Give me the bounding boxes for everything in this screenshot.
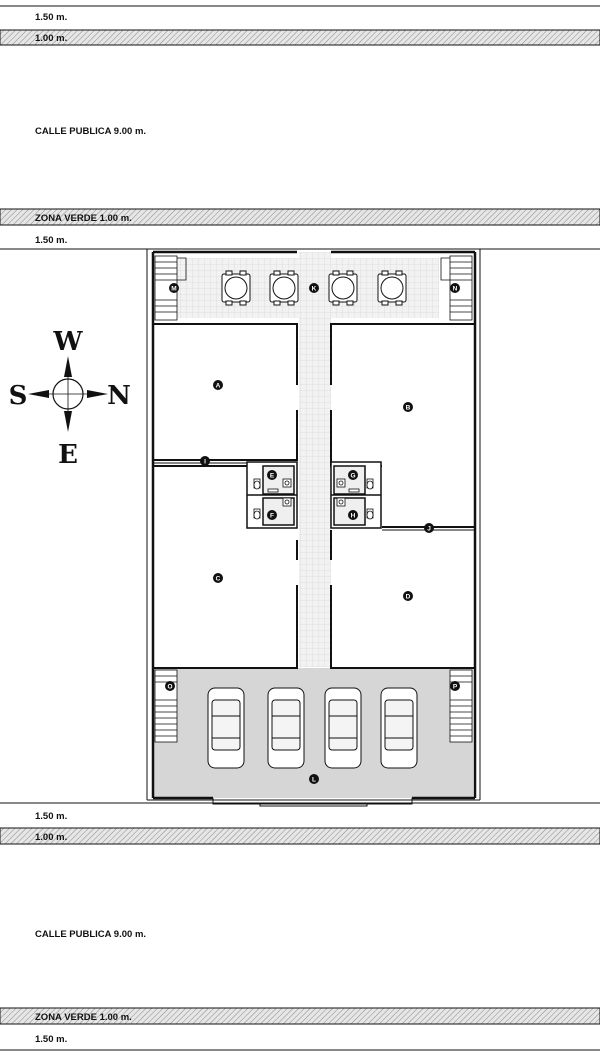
marker-o: O <box>165 681 175 691</box>
marker-e: E <box>267 470 277 480</box>
arrow-right-icon <box>87 390 108 398</box>
marker-h: H <box>348 510 358 520</box>
marker-a: A <box>213 380 223 390</box>
bottom-street-section: 1.50 m. 1.00 m. CALLE PUBLICA 9.00 m. ZO… <box>0 802 600 1051</box>
svg-text:L: L <box>312 777 316 784</box>
svg-text:D: D <box>406 594 411 601</box>
bottom-curb-label: 1.00 m. <box>35 832 67 843</box>
bottom-sidewalk-label: 1.50 m. <box>35 811 67 822</box>
top-curb-strip <box>0 29 600 46</box>
marker-p: P <box>450 681 460 691</box>
marker-b: B <box>403 402 413 412</box>
top-green-strip <box>0 208 600 226</box>
marker-n: N <box>450 283 460 293</box>
bottom-curb-strip <box>0 827 600 845</box>
marker-f: F <box>267 510 277 520</box>
building-plan <box>151 250 477 807</box>
compass-south-label: S <box>9 381 28 411</box>
bottom-green-strip <box>0 1007 600 1025</box>
svg-text:C: C <box>216 576 221 583</box>
compass-north-label: N <box>107 381 131 411</box>
svg-text:G: G <box>350 473 355 480</box>
compass-west-label: W <box>52 327 83 357</box>
svg-text:O: O <box>167 684 172 691</box>
parked-cars <box>207 687 418 769</box>
svg-text:E: E <box>270 473 275 480</box>
top-sidewalk2-label: 1.50 m. <box>35 235 67 246</box>
bottom-street-label: CALLE PUBLICA 9.00 m. <box>35 929 146 940</box>
patio-tables <box>221 270 407 306</box>
marker-m: M <box>169 283 179 293</box>
top-curb-label: 1.00 m. <box>35 33 67 44</box>
top-street-section: 1.50 m. 1.00 m. CALLE PUBLICA 9.00 m. ZO… <box>0 5 600 250</box>
room-markers: A B C D E F G H I J K L M N O P <box>165 283 460 784</box>
svg-text:K: K <box>312 286 317 293</box>
arrow-left-icon <box>28 390 49 398</box>
top-street-label: CALLE PUBLICA 9.00 m. <box>35 126 146 137</box>
bottom-green-label: ZONA VERDE 1.00 m. <box>35 1012 132 1023</box>
marker-l: L <box>309 774 319 784</box>
marker-i: I <box>200 456 210 466</box>
svg-text:I: I <box>204 459 206 466</box>
svg-text:N: N <box>453 286 458 293</box>
svg-text:H: H <box>351 513 356 520</box>
svg-text:M: M <box>171 286 176 293</box>
arrow-up-icon <box>64 356 72 377</box>
svg-text:P: P <box>453 684 458 691</box>
arrow-down-icon <box>64 411 72 432</box>
property-lines <box>146 249 481 801</box>
svg-text:J: J <box>427 526 431 533</box>
top-sidewalk-label: 1.50 m. <box>35 12 67 23</box>
marker-g: G <box>348 470 358 480</box>
marker-k: K <box>309 283 319 293</box>
compass-rose: W S N E <box>9 327 131 470</box>
marker-j: J <box>424 523 434 533</box>
svg-text:F: F <box>270 513 274 520</box>
marker-c: C <box>213 573 223 583</box>
svg-text:A: A <box>216 383 221 390</box>
top-green-label: ZONA VERDE 1.00 m. <box>35 213 132 224</box>
compass-east-label: E <box>58 440 78 470</box>
marker-d: D <box>403 591 413 601</box>
svg-text:B: B <box>406 405 411 412</box>
bottom-sidewalk2-label: 1.50 m. <box>35 1034 67 1045</box>
